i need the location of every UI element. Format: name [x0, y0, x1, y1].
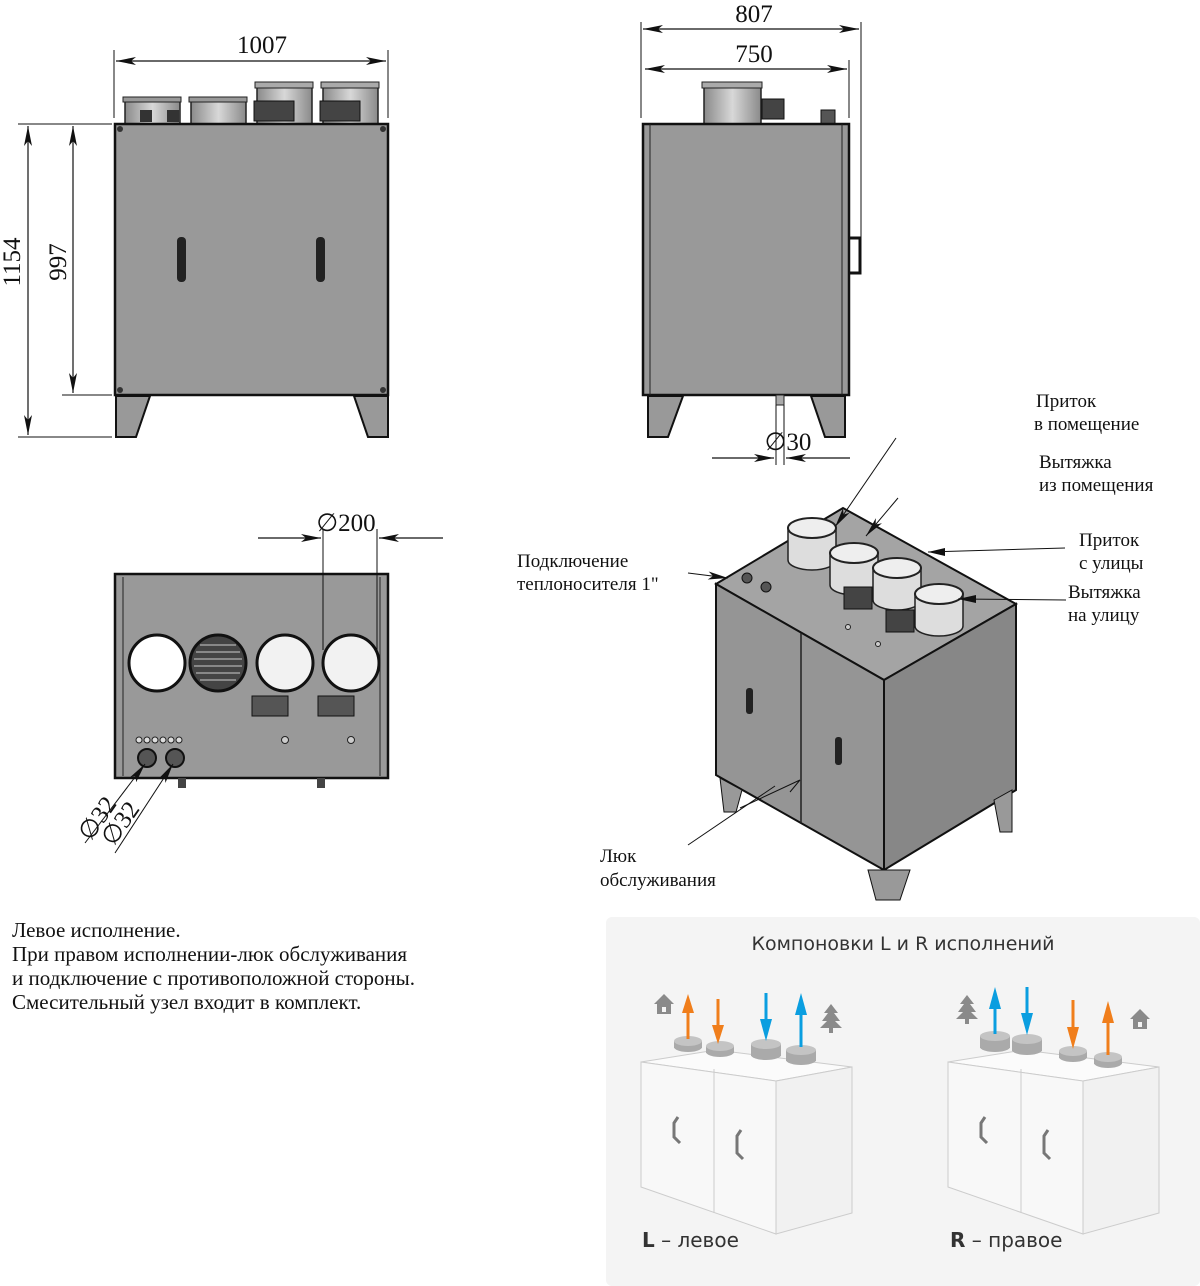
caption-left-letter: L [642, 1228, 655, 1252]
depth-total-dimension: 807 [735, 1, 773, 28]
top-view: ∅200 ∅32 ∅32 [73, 510, 443, 854]
tree-icon [820, 1004, 842, 1033]
iso-duct [787, 517, 964, 637]
layout-schemes [640, 987, 1160, 1235]
caption-right-text: – правое [965, 1228, 1063, 1252]
callout-supply-from-outside-2: с улицы [1079, 553, 1144, 574]
note-line: и подключение с противоположной стороны. [12, 966, 415, 990]
house-icon [1130, 1009, 1150, 1029]
callout-supply-to-room-2: в помещение [1034, 414, 1139, 435]
side-view: 807 750 ∅30 [640, 1, 862, 465]
drain-dimension: ∅30 [765, 429, 812, 456]
layout-panel: Компоновки L и R исполнений [606, 917, 1200, 1286]
callout-supply-from-outside-1: Приток [1079, 530, 1140, 551]
caption-left-text: – левое [654, 1228, 739, 1252]
note-line: Смесительный узел входит в комплект. [12, 990, 362, 1014]
callout-exhaust-outside-1: Вытяжка [1068, 582, 1141, 603]
scheme-left [640, 993, 853, 1235]
callout-service-hatch-2: обслуживания [600, 870, 716, 891]
width-dimension: 1007 [237, 32, 287, 59]
front-view: 1007 1154 997 [0, 32, 390, 438]
layout-panel-title: Компоновки L и R исполнений [751, 933, 1055, 955]
callout-service-hatch-1: Люк [600, 846, 637, 867]
duct-diameter-dimension: ∅200 [316, 510, 375, 537]
airflow-arrows [989, 987, 1114, 1055]
caption-right-letter: R [950, 1228, 966, 1252]
height-total-dimension: 1154 [0, 237, 26, 287]
callout-heat-carrier-2: теплоносителя 1" [517, 574, 659, 595]
callout-exhaust-outside-2: на улицу [1068, 605, 1140, 626]
depth-body-dimension: 750 [735, 41, 773, 68]
tree-icon [956, 995, 978, 1024]
isometric-view: Приток в помещение Вытяжка из помещения … [517, 391, 1154, 901]
callout-supply-to-room-1: Приток [1036, 391, 1097, 412]
caption-right: R – правое [950, 1228, 1062, 1252]
callout-heat-carrier-1: Подключение [517, 551, 628, 572]
caption-left: L – левое [642, 1228, 739, 1252]
notes: Левое исполнение. При правом исполнении-… [12, 918, 415, 1014]
note-line: При правом исполнении-люк обслуживания [12, 942, 408, 966]
callout-exhaust-from-room-2: из помещения [1039, 475, 1154, 496]
house-icon [654, 994, 674, 1014]
door-handle [177, 237, 325, 282]
scheme-right [947, 987, 1160, 1235]
height-body-dimension: 997 [45, 243, 72, 281]
note-line: Левое исполнение. [12, 918, 181, 942]
callout-exhaust-from-room-1: Вытяжка [1039, 452, 1112, 473]
airflow-arrows [682, 993, 807, 1047]
